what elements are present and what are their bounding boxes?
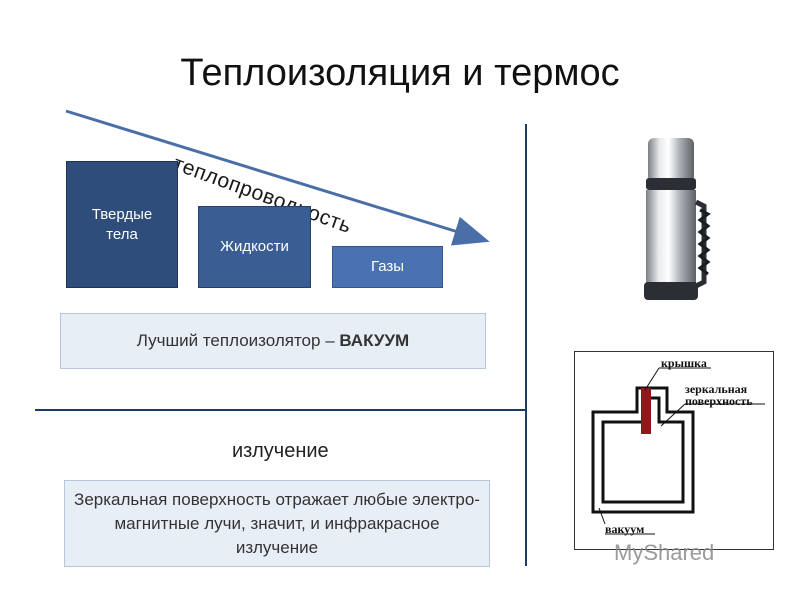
mirror-label-line1: зеркальная [685,382,748,396]
thermos-image [644,138,711,300]
solid-state-box: Твердые тела [66,161,178,288]
horizontal-divider [35,409,527,411]
watermark: MyShared [614,540,715,565]
mirror-note: Зеркальная поверхность отражает любые эл… [64,480,490,567]
best-insulator-note: Лучший теплоизолятор – ВАКУУМ [60,313,486,369]
page-title: Теплоизоляция и термос [180,52,620,94]
gas-state-box: Газы [332,246,443,288]
best-insulator-bold: ВАКУУМ [339,331,410,350]
vacuum-label: вакуум [605,522,645,536]
lid-label: крышка [661,356,707,370]
mirror-note-text: Зеркальная поверхность отражает любые эл… [74,489,480,557]
best-insulator-text: Лучший теплоизолятор – [136,331,340,350]
gas-state-label: Газы [370,258,405,275]
mirror-label-line2: поверхность [685,394,753,408]
vertical-divider [525,124,527,566]
solid-state-label: Твердые тела [91,205,153,243]
liquid-state-box: Жидкости [198,206,311,288]
liquid-state-label: Жидкости [220,238,289,255]
radiation-label: излучение [232,440,329,462]
thermos-section-drawing [591,367,765,535]
thermos-cross-section: крышка зеркальная поверхность вакуум [574,351,774,550]
